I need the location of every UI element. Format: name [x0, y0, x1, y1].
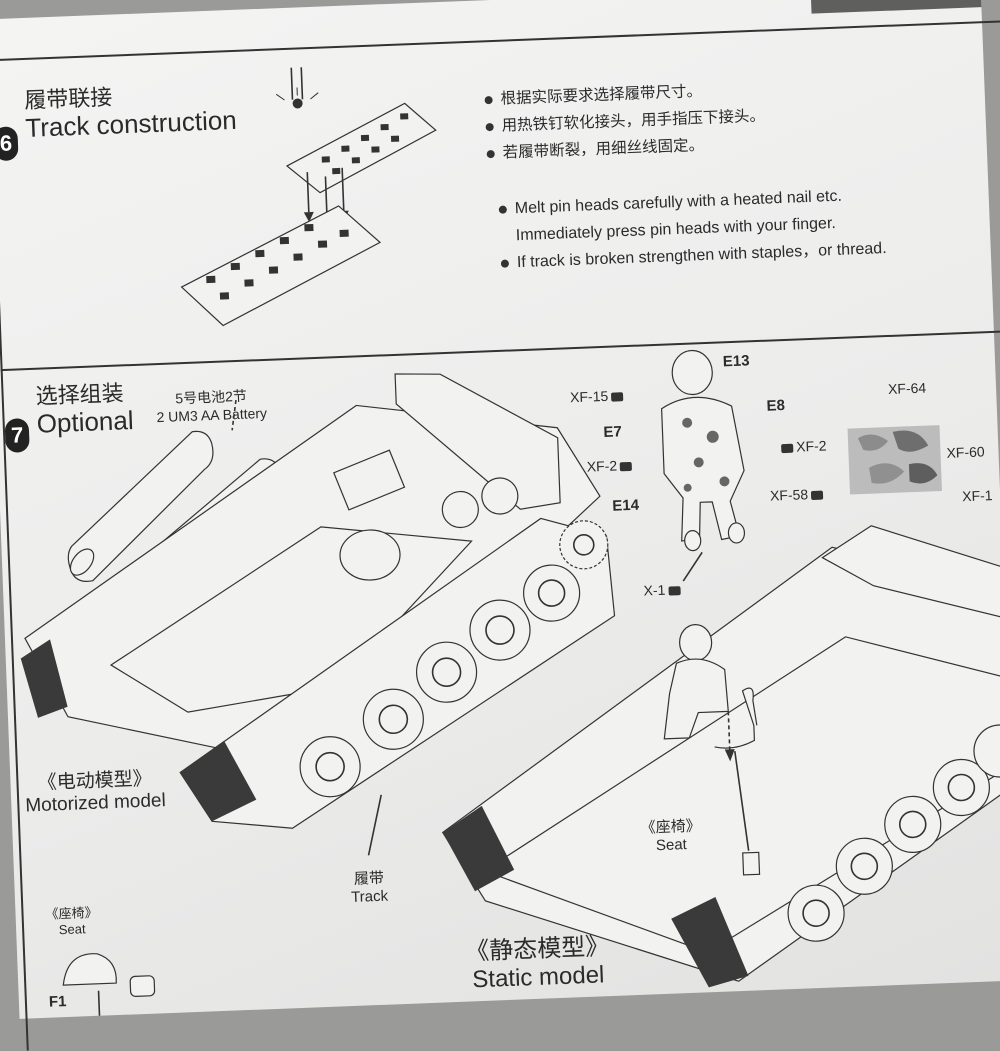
paint-label-x1: X-1	[643, 582, 665, 599]
static-model-label: 《静态模型》 Static model	[465, 926, 611, 994]
camouflage-swatch	[848, 425, 942, 494]
seat-part-f1-drawing	[62, 951, 155, 1017]
seat-small-label: 《座椅》 Seat	[45, 902, 98, 938]
part-label-e7: E7	[603, 423, 622, 441]
track-label-cn: 履带	[350, 867, 388, 889]
seat-label-cn: 《座椅》	[640, 815, 701, 838]
assembly-illustration	[0, 0, 1000, 1019]
track-label: 履带 Track	[350, 867, 388, 906]
seat-label-en: Seat	[641, 836, 702, 855]
part-label-e13: E13	[723, 352, 750, 370]
paint-label-xf2-left: XF-2	[586, 457, 617, 474]
crew-figure-drawing	[659, 349, 748, 582]
seat-small-label-cn: 《座椅》	[45, 902, 98, 923]
paint-pot-icon	[611, 392, 623, 401]
paint-label-xf-cut: XF-1	[962, 487, 993, 504]
paint-pot-icon	[811, 490, 823, 499]
part-label-f1: F1	[49, 993, 67, 1011]
part-label-e8: E8	[766, 397, 785, 415]
paint-pot-icon	[781, 444, 793, 453]
paint-pot-icon	[620, 462, 632, 471]
instruction-sheet: 6 履带联接 Track construction 根据实际要求选择履带尺寸。 …	[0, 0, 1000, 1019]
motorized-model-label: 《电动模型》 Motorized model	[24, 763, 166, 817]
seat-small-label-en: Seat	[46, 921, 99, 938]
static-label-en: Static model	[466, 961, 611, 995]
static-label-cn: 《静态模型》	[465, 926, 610, 967]
part-label-e14: E14	[612, 497, 639, 515]
paint-label-xf2-right: XF-2	[796, 437, 827, 454]
paint-pot-icon	[668, 586, 680, 595]
paint-label-xf15: XF-15	[570, 388, 609, 405]
seat-label: 《座椅》 Seat	[640, 815, 701, 855]
paint-label-xf60: XF-60	[946, 443, 985, 460]
paint-label-xf64: XF-64	[888, 380, 927, 397]
paint-label-xf58: XF-58	[770, 486, 809, 503]
track-label-en: Track	[351, 888, 389, 906]
